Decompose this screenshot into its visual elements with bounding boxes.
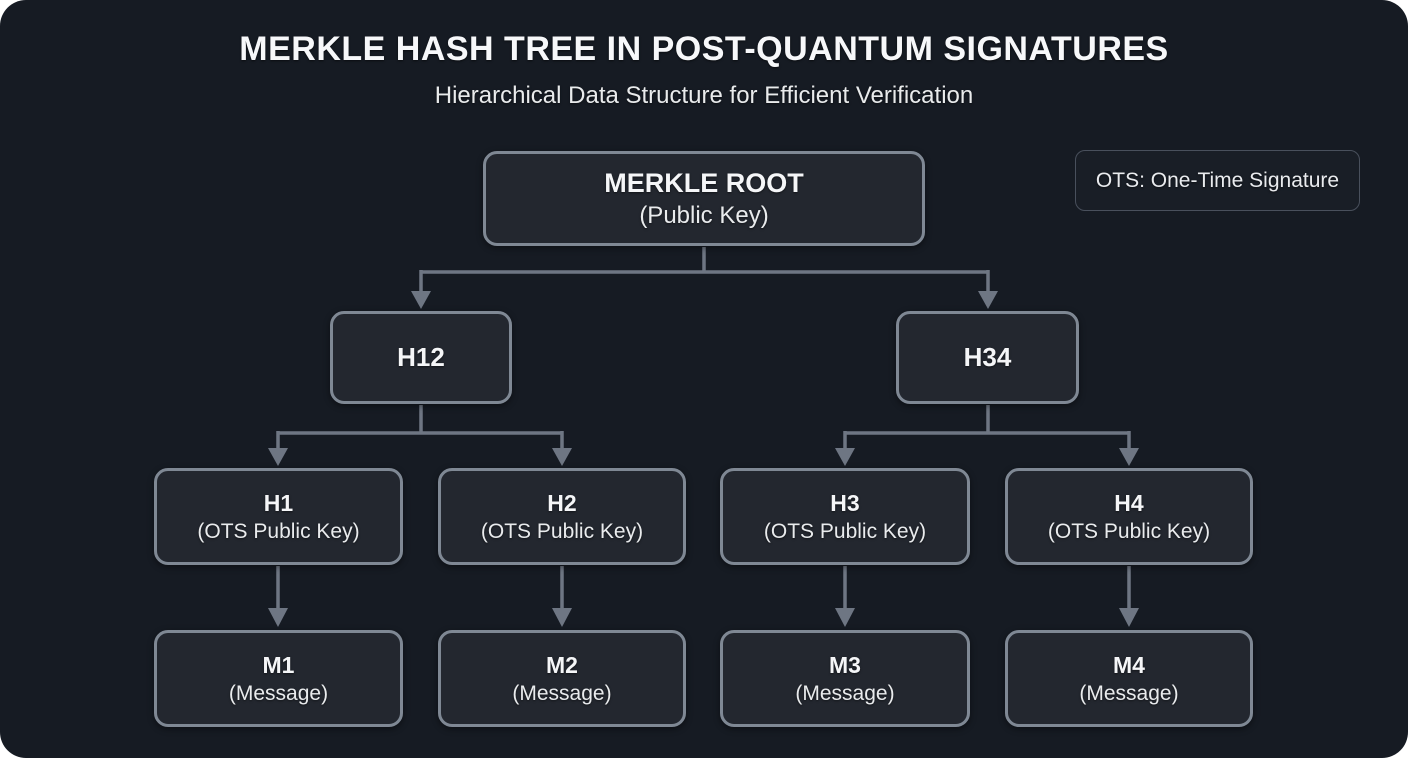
arrowhead-m4 xyxy=(1119,608,1139,627)
node-h1-subtitle: (OTS Public Key) xyxy=(197,519,360,543)
node-m2: M2 (Message) xyxy=(438,630,686,727)
node-h4-subtitle: (OTS Public Key) xyxy=(1047,519,1211,543)
legend-box: OTS: One-Time Signature xyxy=(1075,150,1360,211)
node-m1: M1 (Message) xyxy=(154,630,403,727)
node-h2-subtitle: (OTS Public Key) xyxy=(480,519,644,543)
node-m1-title: M1 xyxy=(262,651,295,678)
arrowhead-h3 xyxy=(835,448,855,466)
node-h12: H12 xyxy=(330,311,512,404)
node-h1-title: H1 xyxy=(263,489,294,516)
node-m4-title: M4 xyxy=(1113,651,1145,678)
node-h2-title: H2 xyxy=(547,489,577,516)
node-m1-subtitle: (Message) xyxy=(228,681,329,705)
diagram-title: MERKLE HASH TREE IN POST-QUANTUM SIGNATU… xyxy=(239,30,1169,68)
arrowhead-m3 xyxy=(835,608,855,627)
node-m4-subtitle: (Message) xyxy=(1079,681,1179,705)
arrowhead-h4 xyxy=(1119,448,1139,466)
node-m4: M4 (Message) xyxy=(1005,630,1253,727)
edge-root-children xyxy=(419,247,990,292)
node-h4-title: H4 xyxy=(1114,489,1144,516)
node-m3: M3 (Message) xyxy=(720,630,970,727)
node-merkle-root: MERKLE ROOT (Public Key) xyxy=(483,151,925,246)
node-h34: H34 xyxy=(896,311,1079,404)
node-merkle-root-title: MERKLE ROOT xyxy=(604,167,804,198)
arrowhead-h1 xyxy=(268,448,288,466)
node-h12-title: H12 xyxy=(397,342,445,372)
arrowhead-m1 xyxy=(268,608,288,627)
edge-hash-message xyxy=(276,566,1131,609)
node-h2: H2 (OTS Public Key) xyxy=(438,468,686,565)
node-m2-title: M2 xyxy=(546,651,578,678)
node-m2-subtitle: (Message) xyxy=(512,681,612,705)
edge-h12-children xyxy=(276,405,564,449)
node-m3-subtitle: (Message) xyxy=(795,681,895,705)
node-h4: H4 (OTS Public Key) xyxy=(1005,468,1253,565)
node-h3: H3 (OTS Public Key) xyxy=(720,468,970,565)
node-m3-title: M3 xyxy=(829,651,861,678)
edge-h34-children xyxy=(843,405,1131,449)
node-h3-title: H3 xyxy=(830,489,860,516)
arrowhead-m2 xyxy=(552,608,572,627)
node-h34-title: H34 xyxy=(963,342,1012,372)
arrowhead-h34 xyxy=(978,291,998,309)
diagram-subtitle: Hierarchical Data Structure for Efficien… xyxy=(434,82,974,109)
node-h1: H1 (OTS Public Key) xyxy=(154,468,403,565)
arrowhead-h12 xyxy=(411,291,431,309)
node-merkle-root-subtitle: (Public Key) xyxy=(639,201,769,229)
node-h3-subtitle: (OTS Public Key) xyxy=(763,519,927,543)
legend-label: OTS: One-Time Signature xyxy=(1095,168,1340,192)
arrowhead-h2 xyxy=(552,448,572,466)
